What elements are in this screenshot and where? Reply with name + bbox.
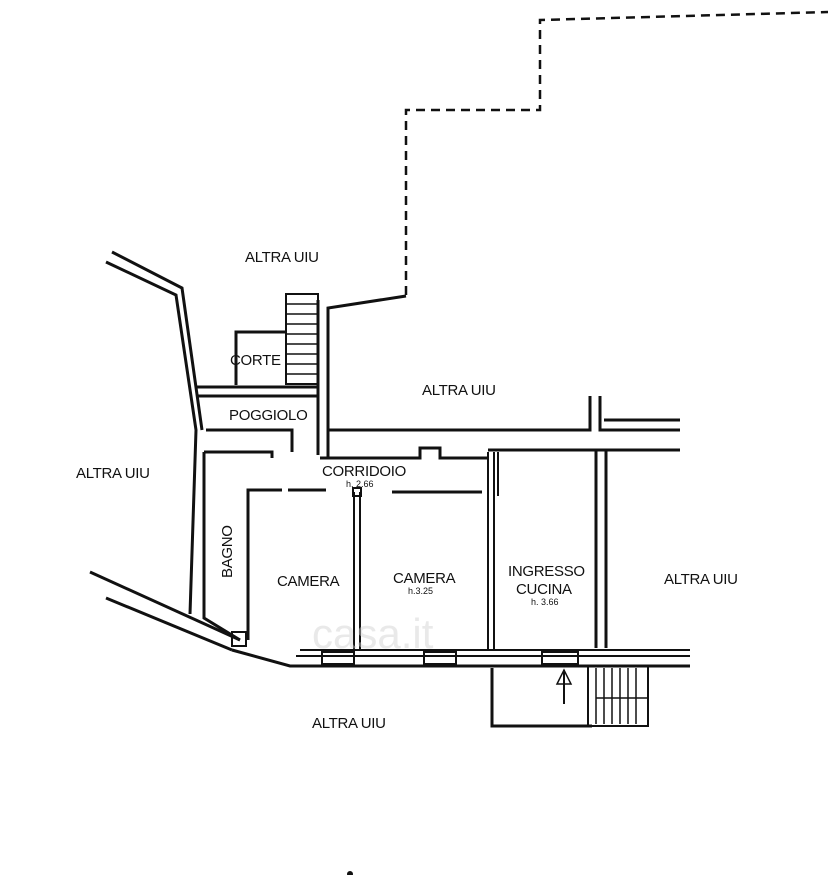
label-corridoio: CORRIDOIO bbox=[322, 463, 406, 480]
label-altra-top: ALTRA UIU bbox=[245, 249, 319, 266]
label-camera-1: CAMERA bbox=[277, 573, 340, 590]
label-corridoio-height: h. 2.66 bbox=[346, 479, 374, 489]
label-altra-bottom: ALTRA UIU bbox=[312, 715, 386, 732]
label-altra-left: ALTRA UIU bbox=[76, 465, 150, 482]
label-camera-2: CAMERA bbox=[393, 570, 456, 587]
label-ingresso: INGRESSO bbox=[508, 563, 585, 580]
label-altra-center: ALTRA UIU bbox=[422, 382, 496, 399]
bottom-facade bbox=[231, 631, 690, 668]
entrance-block bbox=[490, 665, 649, 728]
label-cucina: CUCINA bbox=[516, 581, 572, 598]
label-corte: CORTE bbox=[230, 352, 281, 369]
label-cucina-height: h. 3.66 bbox=[531, 597, 559, 607]
label-altra-right: ALTRA UIU bbox=[664, 571, 738, 588]
poggiolo-block bbox=[198, 300, 320, 455]
corte-block bbox=[196, 293, 319, 389]
stair-bottom bbox=[595, 668, 648, 724]
central-other-unit bbox=[326, 294, 680, 458]
apartment-walls bbox=[202, 446, 680, 648]
dashed-boundary bbox=[404, 10, 828, 295]
interior-partitions bbox=[246, 452, 499, 650]
watermark-logo: casa.it bbox=[312, 610, 434, 657]
windows bbox=[231, 631, 579, 665]
left-diagonal-walls bbox=[89, 250, 241, 652]
bottom-mark bbox=[347, 871, 353, 875]
label-camera-2-height: h.3.25 bbox=[408, 586, 433, 596]
label-bagno: BAGNO bbox=[219, 525, 236, 578]
stair-top bbox=[286, 303, 318, 375]
label-poggiolo: POGGIOLO bbox=[229, 407, 307, 424]
entrance-arrow-icon bbox=[555, 668, 573, 704]
